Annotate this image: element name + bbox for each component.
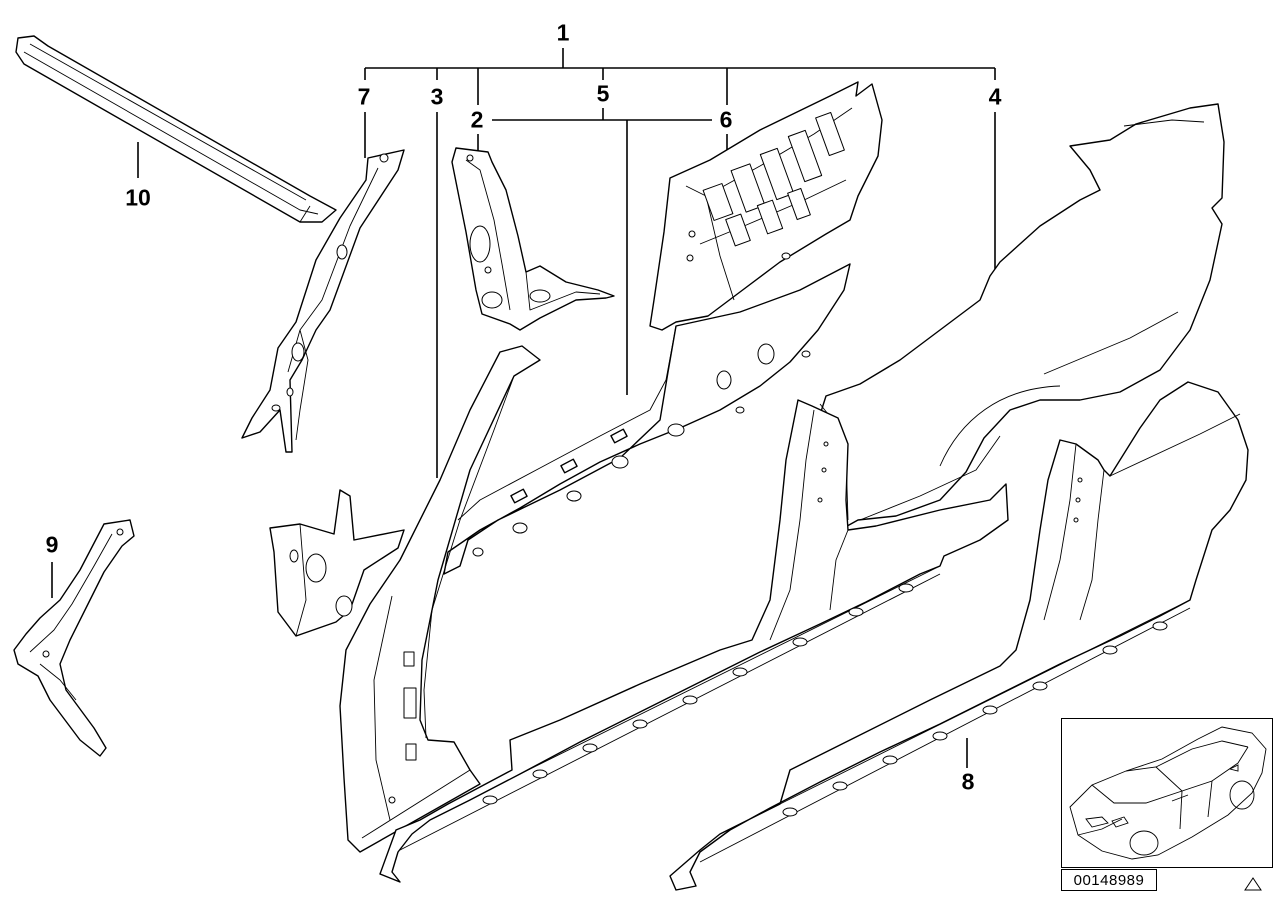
front-wheelhouse-bracket: [269, 489, 405, 637]
part-2-b-pillar-reinforcement: [451, 147, 615, 331]
warning-triangle-icon: [1244, 877, 1262, 891]
callout-4: 4: [988, 83, 1002, 110]
leader-lines: [51, 48, 996, 768]
callout-1: 1: [556, 19, 570, 46]
callout-9: 9: [45, 531, 59, 558]
part-3-a-pillar-sill: [339, 345, 541, 853]
callout-6: 6: [719, 106, 733, 133]
part-10-roof-rail: [15, 35, 337, 223]
callout-5: 5: [596, 80, 610, 107]
part-8-side-sill-b-post: [669, 381, 1249, 891]
callout-2: 2: [470, 106, 484, 133]
part-6-inner-side-panel: [649, 81, 883, 331]
callout-7: 7: [357, 83, 371, 110]
diagram-reference-code: 00148989: [1061, 869, 1157, 891]
callout-8: 8: [961, 768, 975, 795]
vehicle-location-thumbnail: [1061, 718, 1273, 868]
part-9-front-bracket: [13, 519, 135, 757]
car-thumbnail-icon: [1069, 726, 1267, 860]
part-7-a-pillar-inner: [241, 149, 405, 453]
part-5-sill-inner: [443, 263, 851, 575]
callout-10: 10: [125, 184, 151, 211]
callout-3: 3: [430, 83, 444, 110]
left-sill-outer: [379, 399, 1009, 883]
